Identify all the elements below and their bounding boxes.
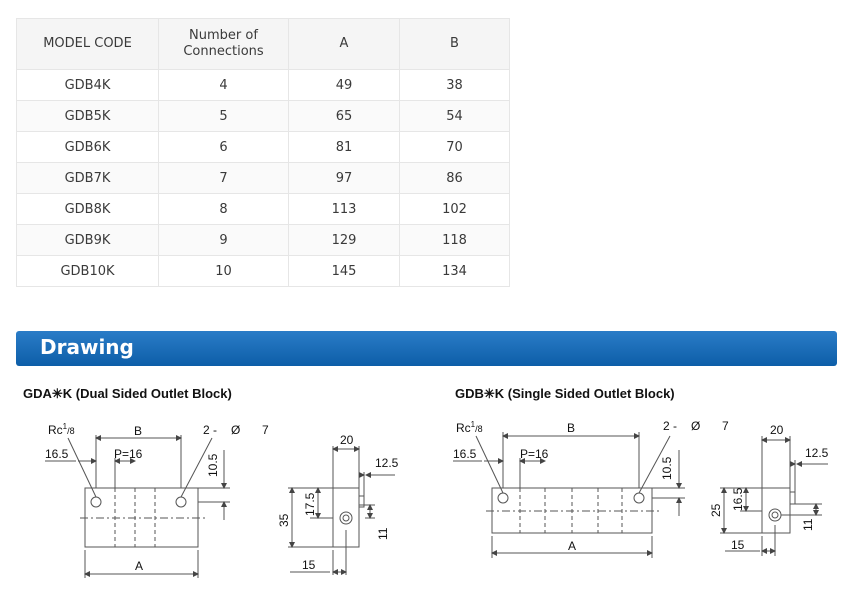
dual-125-label: 12.5 [375,456,399,470]
table-cell: 5 [158,100,289,132]
dual-title: GDA✳K (Dual Sided Outlet Block) [23,386,232,401]
dual-port-left [90,496,102,508]
table-cell: 65 [288,100,400,132]
table-cell: GDB7K [16,162,159,194]
table-cell: 81 [288,131,400,163]
table-cell: 49 [288,69,400,101]
dual-p16-label: P=16 [114,447,143,461]
dual-dia-label: Ø [231,423,240,437]
table-cell: 118 [399,224,510,256]
single-11-label: 11 [801,518,815,531]
single-25-label: 25 [709,503,723,517]
single-b-label: B [567,421,575,435]
single-side-body [761,487,791,534]
table-cell: 129 [288,224,400,256]
header-b: B [399,18,510,70]
single-rc-label: Rc1/8 [456,420,483,435]
dual-side-port [339,511,353,525]
dual-port-right [175,496,187,508]
table-cell: 70 [399,131,510,163]
dual-labels: Rc1/8 B 2 - Ø 7 16.5 P=16 10.5 A 20 12.5… [45,422,399,573]
single-labels: Rc1/8 B 2 - Ø 7 16.5 P=16 10.5 A 20 12.5… [453,419,829,553]
single-a-label: A [568,539,576,553]
dual-165-label: 16.5 [45,447,69,461]
dual-seven-label: 7 [262,423,269,437]
single-15-label: 15 [731,538,745,552]
table-cell: GDB10K [16,255,159,287]
single-port-right [633,492,645,504]
dual-b-label: B [134,424,142,438]
table-cell: GDB8K [16,193,159,225]
single-port-left [497,492,509,504]
table-cell: GDB4K [16,69,159,101]
dual-a-label: A [135,559,143,573]
dual-15-label: 15 [302,558,316,572]
table-cell: 86 [399,162,510,194]
single-165-label: 16.5 [453,447,477,461]
dual-rc-label: Rc1/8 [48,422,75,437]
dual-two-label: 2 - [203,423,217,437]
section-banner: Drawing [16,331,837,366]
single-title: GDB✳K (Single Sided Outlet Block) [455,386,675,401]
section-title: Drawing [40,335,134,359]
table-cell: GDB5K [16,100,159,132]
table-cell: 134 [399,255,510,287]
single-dia-label: Ø [691,419,700,433]
single-drawing: GDB✳K (Single Sided Outlet Block) [453,386,828,558]
single-side-port [768,508,782,522]
single-p16-label: P=16 [520,447,549,461]
single-125-label: 12.5 [805,446,829,460]
dual-drawing: GDA✳K (Dual Sided Outlet Block) [23,386,395,578]
single-20-label: 20 [770,423,784,437]
single-seven-label: 7 [722,419,729,433]
dual-35-label: 35 [277,513,291,527]
table-cell: 38 [399,69,510,101]
table-cell: 54 [399,100,510,132]
table-cell: 7 [158,162,289,194]
dual-11-label: 11 [376,527,390,540]
table-cell: 145 [288,255,400,287]
table-cell: 97 [288,162,400,194]
dual-175-label: 17.5 [303,492,317,516]
single-105-label: 10.5 [660,456,674,480]
single-165b-label: 16.5 [731,487,745,511]
table-cell: GDB9K [16,224,159,256]
table-cell: 102 [399,193,510,225]
header-model-code: MODEL CODE [16,18,159,70]
single-two-label: 2 - [663,419,677,433]
header-a: A [288,18,400,70]
table-cell: 4 [158,69,289,101]
table-cell: 113 [288,193,400,225]
dual-105-label: 10.5 [206,453,220,477]
dual-20-label: 20 [340,433,354,447]
table-cell: 9 [158,224,289,256]
table-cell: GDB6K [16,131,159,163]
